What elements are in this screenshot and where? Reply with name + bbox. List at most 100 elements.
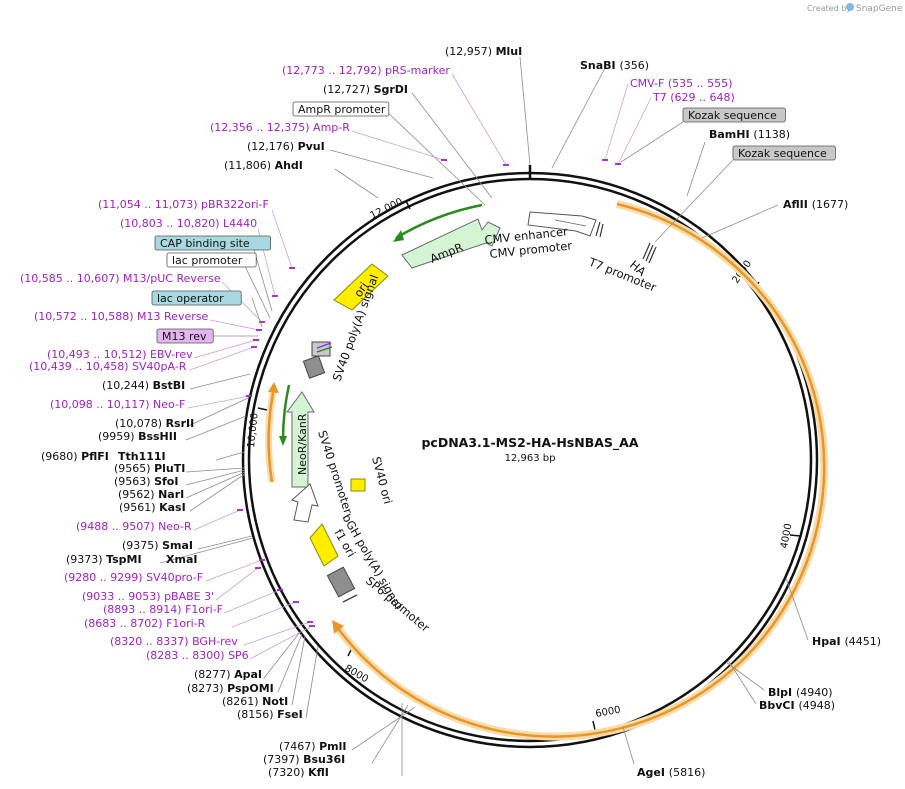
primer-ebv-rev-label[interactable]: (10,493 .. 10,512) EBV-rev bbox=[47, 348, 193, 361]
primer-pbr322ori-f-label[interactable]: (11,054 .. 11,073) pBR322ori-F bbox=[98, 198, 269, 211]
kozak-sequence-label[interactable]: Kozak sequence bbox=[688, 109, 777, 122]
site-name: PspOMI bbox=[227, 682, 274, 695]
site-position: (10,803 .. 10,820) bbox=[120, 217, 223, 230]
primer-l4440-label[interactable]: (10,803 .. 10,820) L4440 bbox=[120, 217, 257, 230]
site-name: Neo-R bbox=[158, 520, 192, 533]
sv40-ori-label: SV40 ori bbox=[369, 455, 395, 505]
primer-bgh-rev-label[interactable]: (8320 .. 8337) BGH-rev bbox=[110, 635, 238, 648]
primer-pbabe-3-label[interactable]: (9033 .. 9053) pBABE 3' bbox=[82, 590, 214, 603]
ampr-feature[interactable] bbox=[401, 218, 501, 269]
site-name: FseI bbox=[277, 708, 303, 721]
enzyme-agei-label[interactable]: AgeI (5816) bbox=[637, 766, 705, 779]
site-name: PluTI bbox=[154, 462, 185, 475]
primer-m13-puc-reverse-label[interactable]: (10,585 .. 10,607) M13/pUC Reverse bbox=[20, 272, 221, 285]
enzyme-pluti-label[interactable]: (9565) PluTI bbox=[114, 462, 185, 475]
enzyme-bsshii-label[interactable]: (9959) BssHII bbox=[98, 430, 177, 443]
primer-prs-marker-label[interactable]: (12,773 .. 12,792) pRS-marker bbox=[282, 64, 450, 77]
primer-sv40pro-f-label[interactable]: (9280 .. 9299) SV40pro-F bbox=[64, 571, 203, 584]
site-name: RsrII bbox=[166, 417, 195, 430]
primer-f1ori-f-label[interactable]: (8893 .. 8914) F1ori-F bbox=[103, 603, 223, 616]
leader-line-26 bbox=[193, 509, 241, 531]
neo-kanr-feature[interactable] bbox=[286, 391, 315, 488]
site-position: (1138) bbox=[753, 128, 790, 141]
enzyme-pflfi-label[interactable]: (9680) PflFI bbox=[41, 450, 109, 463]
leader-line-52 bbox=[551, 67, 606, 169]
cmv-enhancer-feature[interactable] bbox=[527, 211, 597, 237]
lac-promoter-box bbox=[166, 252, 257, 268]
primer-neo-f-label[interactable]: (10,098 .. 10,117) Neo-F bbox=[50, 398, 185, 411]
lac-operator-label[interactable]: lac operator bbox=[157, 292, 224, 305]
enzyme-sfoi-label[interactable]: (9563) SfoI bbox=[114, 475, 178, 488]
leader-line-18 bbox=[187, 395, 250, 409]
site-position: (8283 .. 8300) bbox=[146, 649, 228, 662]
sp6-promoter-mark bbox=[342, 594, 358, 603]
lac-promoter-label[interactable]: lac promoter bbox=[172, 254, 243, 267]
leader-line-27 bbox=[197, 535, 253, 550]
enzyme-fsei-label[interactable]: (8156) FseI bbox=[237, 708, 303, 721]
primer-f1ori-r-label[interactable]: (8683 .. 8702) F1ori-R bbox=[84, 617, 206, 630]
primer-amp-r-label[interactable]: (12,356 .. 12,375) Amp-R bbox=[210, 121, 350, 134]
leader-line-44 bbox=[725, 661, 765, 691]
enzyme-sgrdi-label[interactable]: (12,727) SgrDI bbox=[323, 83, 408, 96]
leader-line-22 bbox=[185, 467, 245, 473]
leader-line-6 bbox=[334, 168, 379, 199]
enzyme-bstbi-label[interactable]: (10,244) BstBI bbox=[102, 379, 185, 392]
enzyme-apai-label[interactable]: (8277) ApaI bbox=[194, 668, 262, 681]
enzyme-mlui-label[interactable]: (12,957) MluI bbox=[445, 45, 522, 58]
leader-line-4 bbox=[351, 130, 445, 161]
leader-line-5 bbox=[329, 149, 434, 179]
ori-feature[interactable] bbox=[333, 263, 389, 311]
enzyme-bsu36i-label[interactable]: (7397) Bsu36I bbox=[263, 753, 345, 766]
m13-rev-label[interactable]: M13 rev bbox=[162, 330, 207, 343]
site-position: (356) bbox=[619, 59, 649, 72]
primer-cmv-f-label[interactable]: CMV-F (535 .. 555) bbox=[630, 77, 732, 90]
site-name: F1ori-F bbox=[185, 603, 223, 616]
enzyme-pvui-label[interactable]: (12,176) PvuI bbox=[247, 140, 325, 153]
enzyme-kfli-label[interactable]: (7320) KflI bbox=[268, 766, 329, 779]
enzyme-ahdi-label[interactable]: (11,806) AhdI bbox=[224, 159, 303, 172]
leader-line-48 bbox=[654, 159, 734, 243]
enzyme-smai-label[interactable]: (9375) SmaI bbox=[122, 539, 193, 552]
leader-line-16 bbox=[189, 346, 255, 371]
leader-line-37 bbox=[291, 635, 306, 706]
enzyme-snabi-label[interactable]: SnaBI (356) bbox=[580, 59, 649, 72]
site-position: (9565) bbox=[114, 462, 154, 475]
primer-sv40pa-r-label[interactable]: (10,439 .. 10,458) SV40pA-R bbox=[29, 360, 187, 373]
bgh-polya-feature[interactable] bbox=[326, 566, 356, 598]
kozak-sequence-box bbox=[682, 107, 786, 123]
primer-m13-reverse-label[interactable]: (10,572 .. 10,588) M13 Reverse bbox=[34, 310, 208, 323]
site-position: (9375) bbox=[122, 539, 162, 552]
sv40-ori-feature[interactable] bbox=[350, 478, 366, 492]
site-labels: (12,957) MluI (12,773 .. 12,792) pRS-mark… bbox=[20, 45, 881, 779]
enzyme-pmli-label[interactable]: (7467) PmlI bbox=[279, 740, 346, 753]
enzyme-pspomi-label[interactable]: (8273) PspOMI bbox=[187, 682, 274, 695]
leader-line-33 bbox=[243, 621, 311, 646]
enzyme-aflii-label[interactable]: AflII (1677) bbox=[783, 198, 848, 211]
primer-sp6-label[interactable]: (8283 .. 8300) SP6 bbox=[146, 649, 249, 662]
enzyme-bamhi-label[interactable]: BamHI (1138) bbox=[709, 128, 790, 141]
leader-line-32 bbox=[231, 601, 297, 628]
enzyme-bbvci-label[interactable]: BbvCI (4948) bbox=[759, 699, 835, 712]
ampr-orf-arrowhead bbox=[393, 230, 404, 242]
kozak-sequence-label[interactable]: Kozak sequence bbox=[738, 147, 827, 160]
enzyme-tspmi-label[interactable]: (9373) TspMI bbox=[66, 553, 142, 566]
primer-neo-r-label[interactable]: (9488 .. 9507) Neo-R bbox=[76, 520, 192, 533]
cap-binding-site-label[interactable]: CAP binding site bbox=[160, 237, 250, 250]
enzyme-blpi-label[interactable]: BlpI (4940) bbox=[768, 686, 833, 699]
site-name: PflFI bbox=[81, 450, 109, 463]
enzyme-hpai-label[interactable]: HpaI (4451) bbox=[812, 635, 881, 648]
enzyme-rsrii-label[interactable]: (10,078) RsrII bbox=[115, 417, 194, 430]
sv40-polya-feature[interactable] bbox=[302, 355, 326, 379]
xmai-label[interactable]: XmaI bbox=[166, 553, 197, 566]
enzyme-kasi-label[interactable]: (9561) KasI bbox=[119, 501, 186, 514]
site-name: AgeI bbox=[637, 766, 669, 779]
tth111i-label[interactable]: Tth111I bbox=[118, 450, 166, 463]
sv40-promoter-feature[interactable] bbox=[291, 483, 319, 523]
f1-ori-feature[interactable] bbox=[309, 523, 339, 567]
ampr-promoter-label[interactable]: AmpR promoter bbox=[298, 103, 386, 116]
site-name: EBV-rev bbox=[150, 348, 193, 361]
primer-t7-label[interactable]: T7 (629 .. 648) bbox=[652, 91, 735, 104]
enzyme-nari-label[interactable]: (9562) NarI bbox=[118, 488, 184, 501]
site-position: (12,727) bbox=[323, 83, 374, 96]
enzyme-noti-label[interactable]: (8261) NotI bbox=[222, 695, 288, 708]
